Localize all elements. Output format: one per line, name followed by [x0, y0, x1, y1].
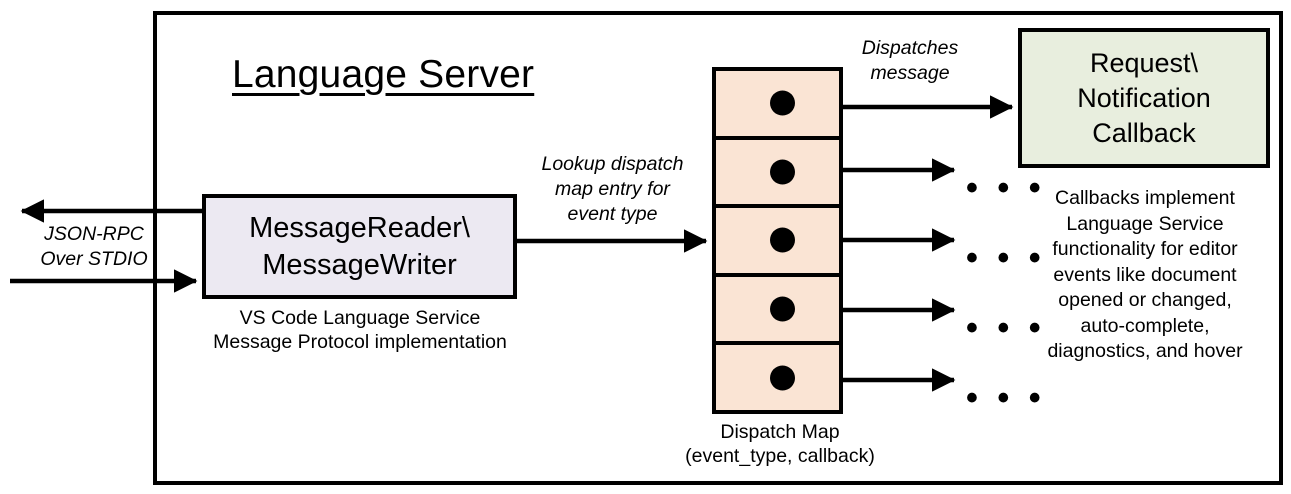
dispatches-message-label-line1: Dispatches: [861, 37, 959, 59]
transport-label-line1: JSON-RPC: [44, 223, 144, 245]
dispatch-map-caption-line1: Dispatch Map: [720, 421, 840, 443]
dispatch-ellipsis: • • •: [966, 379, 1046, 417]
dispatch-entry-dot-icon: [770, 227, 795, 253]
callback-caption-line3: functionality for editor: [1052, 238, 1238, 260]
lookup-dispatch-label-line3: event type: [567, 203, 658, 225]
message-reader-caption: VS Code Language Service Message Protoco…: [190, 306, 530, 354]
dispatches-message-label: Dispatches message: [836, 36, 984, 86]
dispatch-map-table[interactable]: [712, 67, 843, 414]
dispatch-entry-dot-icon: [770, 90, 795, 116]
dispatch-entry-dot-icon: [770, 365, 795, 391]
dispatch-map-row[interactable]: [716, 345, 839, 410]
transport-label-line2: Over STDIO: [40, 248, 148, 270]
lookup-dispatch-label-line2: map entry for: [555, 178, 670, 200]
dispatch-map-caption-line2: (event_type, callback): [685, 445, 875, 467]
lookup-dispatch-label: Lookup dispatch map entry for event type: [515, 152, 710, 227]
dispatch-map-row[interactable]: [716, 140, 839, 209]
dispatch-entry-dot-icon: [770, 296, 795, 322]
callback-box-line1: Request\: [1089, 47, 1199, 78]
page-title: Language Server: [232, 53, 535, 96]
message-writer-label: MessageWriter: [262, 248, 457, 281]
callback-caption-line4: events like document: [1053, 263, 1237, 286]
message-reader-caption-line1: VS Code Language Service: [239, 307, 481, 329]
dispatches-message-label-line2: message: [870, 62, 950, 84]
dispatch-map-row[interactable]: [716, 71, 839, 140]
callback-caption-line7: diagnostics, and hover: [1047, 340, 1243, 362]
language-server-frame: [153, 11, 1283, 485]
request-notification-callback-box[interactable]: Request\ Notification Callback: [1018, 28, 1270, 168]
callback-caption-line6: auto-complete,: [1080, 314, 1210, 337]
dispatch-map-row[interactable]: [716, 277, 839, 346]
callback-caption-line2: Language Service: [1066, 212, 1224, 235]
dispatch-map-row[interactable]: [716, 208, 839, 277]
dispatch-entry-dot-icon: [770, 159, 795, 185]
callback-caption-line5: opened or changed,: [1058, 289, 1232, 311]
callback-caption-line1: Callbacks implement: [1055, 187, 1235, 209]
callback-caption: Callbacks implement Language Service fun…: [1008, 186, 1282, 365]
dispatch-map-caption: Dispatch Map (event_type, callback): [660, 420, 900, 468]
message-reader-label: MessageReader\: [249, 211, 470, 244]
callback-box-line3: Callback: [1092, 117, 1196, 148]
callback-box-line2: Notification: [1077, 82, 1211, 113]
message-reader-writer-box[interactable]: MessageReader\ MessageWriter: [202, 194, 517, 299]
transport-label: JSON-RPC Over STDIO: [24, 222, 164, 272]
message-reader-caption-line2: Message Protocol implementation: [213, 331, 507, 353]
lookup-dispatch-label-line1: Lookup dispatch: [541, 153, 684, 175]
